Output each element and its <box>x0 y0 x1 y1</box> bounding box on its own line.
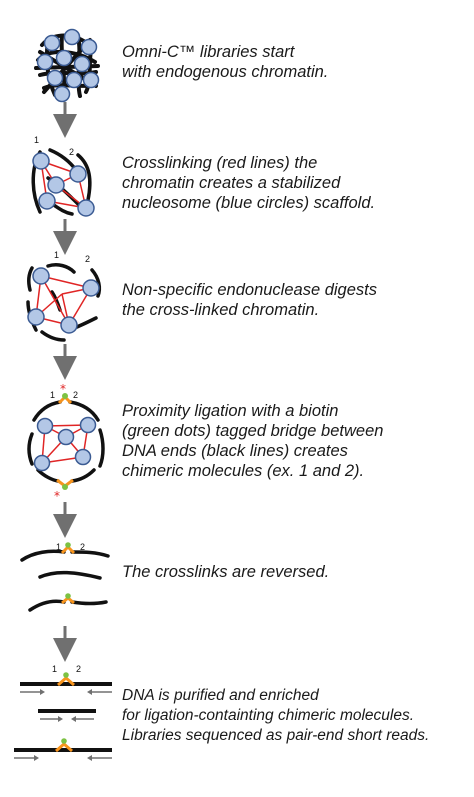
crosslinked-scaffold-illustration: 1 2 <box>31 135 95 217</box>
label-2: 2 <box>80 542 85 552</box>
label-2: 2 <box>85 254 90 264</box>
step-3-description: Non-specific endonuclease digests the cr… <box>122 280 474 320</box>
step-4-line-1: Proximity ligation with a biotin <box>122 402 339 420</box>
label-1: 1 <box>50 390 55 400</box>
biotin-bridge-bottom <box>56 478 74 490</box>
step-1-description: Omni-C™ libraries start with endogenous … <box>122 42 474 82</box>
proximity-ligation-illustration: * 1 2 <box>27 382 105 503</box>
step-4-line-2: (green dots) tagged bridge between <box>122 422 384 440</box>
label-1: 1 <box>56 542 61 552</box>
nucleosomes <box>36 28 100 103</box>
read-arrows <box>14 689 112 761</box>
step-1-line-2: with endogenous chromatin. <box>122 63 329 81</box>
dna-ends <box>27 400 105 483</box>
chromatin-ball-illustration <box>34 28 100 103</box>
label-2: 2 <box>69 147 74 157</box>
biotin-star-top: * <box>60 382 66 396</box>
step-3-line-1: Non-specific endonuclease digests <box>122 281 377 299</box>
label-1: 1 <box>34 135 39 145</box>
step-2-line-1: Crosslinking (red lines) the <box>122 154 318 172</box>
label-1: 1 <box>54 250 59 260</box>
label-2: 2 <box>73 390 78 400</box>
sequencing-reads-illustration: 1 2 <box>14 664 112 761</box>
step-6-line-3: Libraries sequenced as pair-end short re… <box>122 727 430 744</box>
step-5-line-1: The crosslinks are reversed. <box>122 563 330 581</box>
nucleosomes <box>27 267 100 334</box>
dna-fragments <box>14 682 112 752</box>
step-2-description: Crosslinking (red lines) the chromatin c… <box>122 153 474 213</box>
biotin-star-bottom: * <box>54 489 60 503</box>
step-5-description: The crosslinks are reversed. <box>122 562 474 582</box>
biotin-bridge <box>60 542 76 605</box>
nucleosomes <box>33 416 97 472</box>
step-4-description: Proximity ligation with a biotin (green … <box>122 401 474 481</box>
label-1: 1 <box>52 664 57 674</box>
step-3-line-2: the cross-linked chromatin. <box>122 301 320 319</box>
step-4-line-4: chimeric molecules (ex. 1 and 2). <box>122 462 365 480</box>
label-2: 2 <box>76 664 81 674</box>
biotin-bridge-top <box>57 393 73 405</box>
step-1-line-1: Omni-C™ libraries start <box>122 43 295 61</box>
nucleosomes <box>32 152 95 217</box>
digested-chromatin-illustration: 1 2 <box>26 250 102 342</box>
step-2-line-2: chromatin creates a stabilized <box>122 174 341 192</box>
step-6-description: DNA is purified and enriched for ligatio… <box>122 686 474 746</box>
biotin-bridge <box>55 672 75 753</box>
step-2-line-3: nucleosome (blue circles) scaffold. <box>122 194 376 212</box>
step-6-line-1: DNA is purified and enriched <box>122 687 319 704</box>
step-4-line-3: DNA ends (black lines) creates <box>122 442 348 460</box>
step-6-line-2: for ligation-containting chimeric molecu… <box>122 707 415 724</box>
reversed-crosslinks-illustration: 1 2 <box>20 542 110 612</box>
